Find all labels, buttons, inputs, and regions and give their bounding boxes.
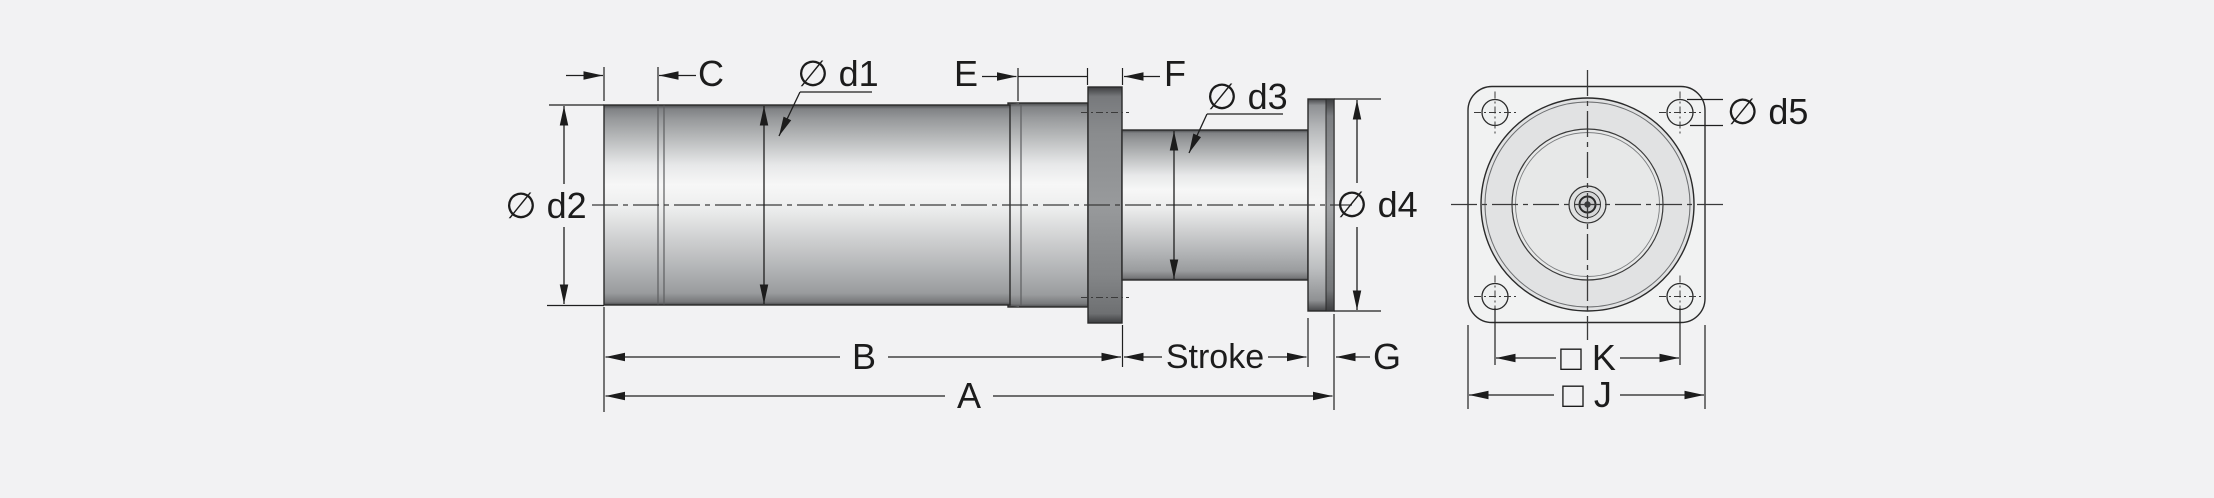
front-view: ∅ d5 □ K □ J [1451, 70, 1808, 415]
collar-bolt-centerlines [1081, 112, 1129, 298]
dim-label-J: □ J [1562, 374, 1612, 415]
dim-A: A [605, 375, 1333, 416]
bolt-hole-top-right [1659, 91, 1701, 134]
dim-B: B [603, 307, 1124, 412]
dim-label-d3: ∅ d3 [1206, 76, 1287, 117]
side-view: C ∅ d1 E F ∅ d3 [505, 53, 1417, 416]
dim-d1: ∅ d1 [759, 53, 879, 304]
dim-label-F: F [1164, 53, 1186, 94]
dim-label-E: E [954, 53, 978, 94]
front-view-centerlines [1451, 70, 1723, 340]
dim-label-d5: ∅ d5 [1727, 91, 1808, 132]
dim-d5: ∅ d5 [1687, 91, 1808, 132]
dim-label-K: □ K [1560, 337, 1616, 378]
dim-C: C [566, 53, 724, 101]
dim-label-C: C [698, 53, 724, 94]
dim-F: F [1121, 53, 1186, 94]
dim-label-d2: ∅ d2 [505, 185, 586, 226]
dim-stroke: Stroke [1124, 318, 1309, 376]
dim-label-stroke: Stroke [1166, 338, 1264, 376]
dim-K: □ K [1494, 308, 1681, 378]
dim-G: G [1333, 314, 1401, 410]
bolt-hole-bottom-left [1474, 275, 1516, 318]
dim-label-B: B [852, 336, 876, 377]
bolt-hole-bottom-right [1659, 275, 1701, 318]
dim-d2: ∅ d2 [505, 104, 604, 307]
dim-J: □ J [1467, 325, 1706, 415]
dim-label-d4: ∅ d4 [1336, 184, 1417, 225]
dim-label-G: G [1373, 336, 1401, 377]
dim-label-d1: ∅ d1 [797, 53, 878, 94]
dim-d4: ∅ d4 [1334, 98, 1418, 312]
dim-d3: ∅ d3 [1169, 76, 1288, 279]
bolt-hole-top-left [1474, 91, 1516, 134]
dim-label-A: A [957, 375, 981, 416]
dim-E: E [954, 53, 1089, 101]
